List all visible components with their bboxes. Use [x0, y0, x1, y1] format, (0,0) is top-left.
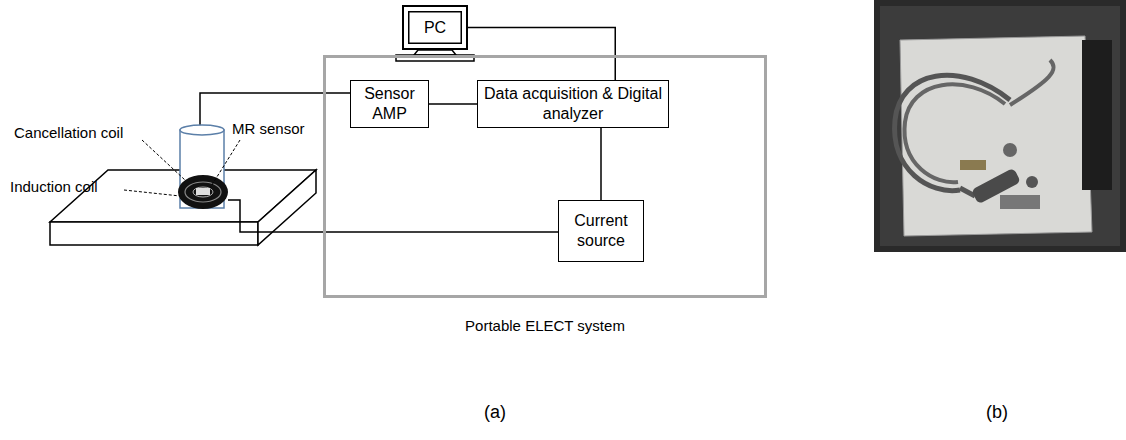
- pc-monitor: PC: [402, 5, 468, 50]
- current-wire: [228, 200, 558, 232]
- leader-line: [142, 140, 185, 180]
- box-label: Sensor AMP: [351, 84, 428, 123]
- analyzer-box: Data acquisition & Digital analyzer: [477, 80, 669, 128]
- connector-line: [600, 128, 602, 200]
- connector-line: [468, 28, 615, 81]
- part-label: Cancellation coil: [14, 124, 123, 141]
- probe: [178, 125, 228, 209]
- box-label: Data acquisition & Digital analyzer: [478, 84, 668, 123]
- system-enclosure: Portable ELECT systemSensor AMPData acqu…: [323, 55, 767, 298]
- system-title: Portable ELECT system: [286, 317, 804, 335]
- leader-line: [124, 190, 180, 196]
- box-label: PC: [418, 18, 452, 38]
- box-label: Current source: [559, 211, 643, 250]
- leader-line: [210, 140, 240, 188]
- part-label: MR sensor: [232, 120, 305, 137]
- panel-label: (b): [986, 402, 1008, 423]
- current-source-box: Current source: [558, 200, 644, 262]
- panel-label: (a): [484, 402, 506, 423]
- part-label: Induction coil: [10, 178, 98, 195]
- amplifier-box: Sensor AMP: [350, 80, 429, 128]
- device-photo: [874, 0, 1126, 252]
- connector-line: [429, 103, 477, 105]
